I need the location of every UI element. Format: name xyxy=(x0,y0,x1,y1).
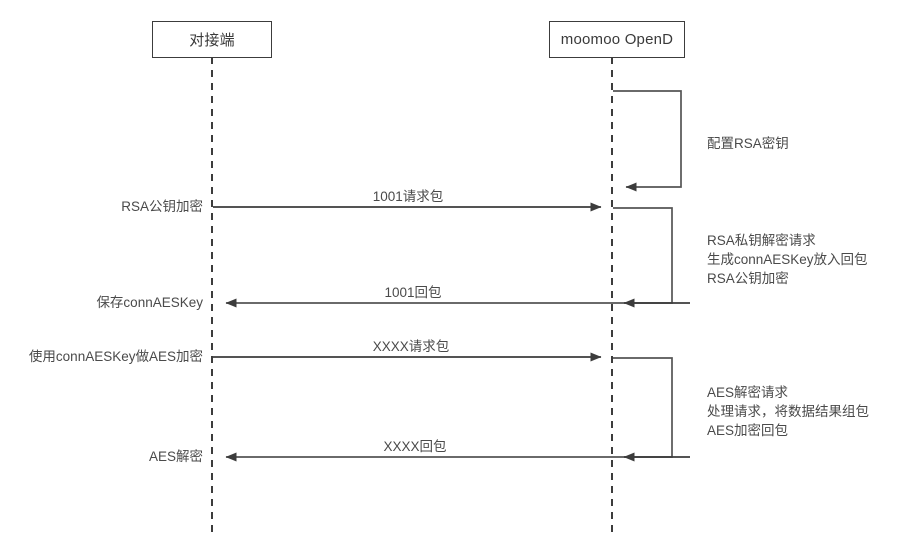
note-line: 处理请求，将数据结果组包 xyxy=(707,404,869,419)
message-label-1001-request: 1001请求包 xyxy=(372,189,444,204)
client-note-save-connaeskey: 保存connAESKey xyxy=(96,295,203,310)
note-aes-decrypt-flow: AES解密请求 处理请求，将数据结果组包 AES加密回包 xyxy=(707,383,869,440)
note-line: RSA公钥加密 xyxy=(707,271,789,286)
message-label-xxxx-reply: XXXX回包 xyxy=(383,439,447,454)
self-call-rsa-decrypt xyxy=(225,207,673,308)
participant-box-client[interactable]: 对接端 xyxy=(152,21,272,58)
participant-label-opend: moomoo OpenD xyxy=(560,31,674,48)
note-line: AES加密回包 xyxy=(707,423,789,438)
self-call-aes-decrypt xyxy=(225,357,673,462)
message-label-1001-reply: 1001回包 xyxy=(384,285,442,300)
participant-label-client: 对接端 xyxy=(189,32,235,49)
note-line: AES解密请求 xyxy=(707,385,789,400)
note-line: RSA私钥解密请求 xyxy=(707,233,816,248)
note-line: 配置RSA密钥 xyxy=(707,136,789,151)
self-call-configure-rsa xyxy=(613,90,682,192)
note-configure-rsa-key: 配置RSA密钥 xyxy=(707,134,789,153)
note-rsa-decrypt-flow: RSA私钥解密请求 生成connAESKey放入回包 RSA公钥加密 xyxy=(707,231,868,288)
client-note-rsa-public-encrypt: RSA公钥加密 xyxy=(121,199,203,214)
client-note-aes-decrypt: AES解密 xyxy=(148,449,203,464)
participant-box-opend[interactable]: moomoo OpenD xyxy=(549,21,685,58)
client-note-aes-encrypt-with-connaeskey: 使用connAESKey做AES加密 xyxy=(28,349,203,364)
note-line: 生成connAESKey放入回包 xyxy=(707,252,868,267)
message-label-xxxx-request: XXXX请求包 xyxy=(372,339,450,354)
